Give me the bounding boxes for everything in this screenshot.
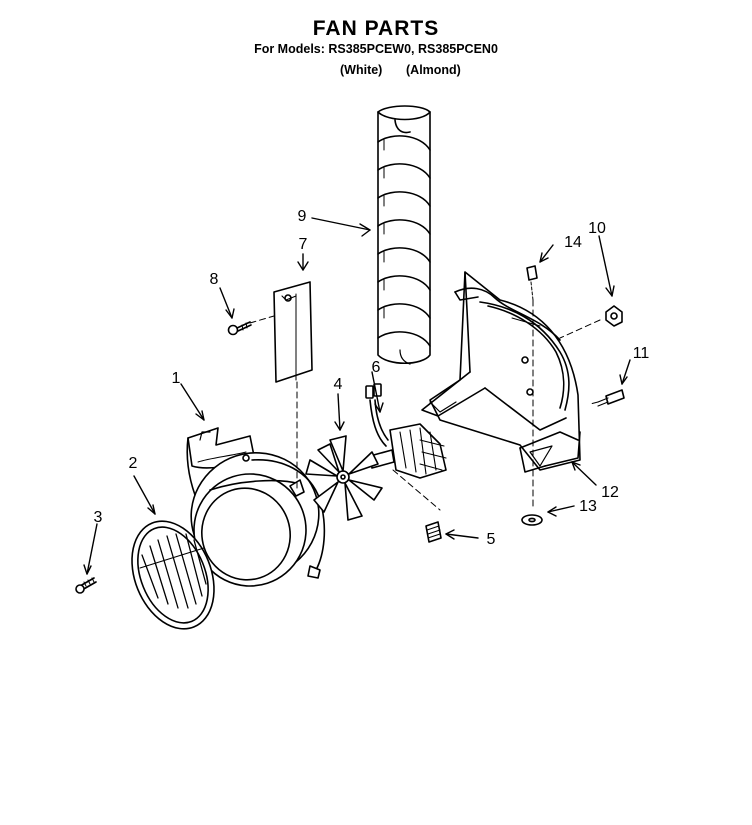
leader-lines <box>83 217 631 575</box>
plate-screw <box>227 321 252 336</box>
callout-2: 2 <box>129 455 138 472</box>
callout-9: 9 <box>298 208 307 225</box>
callout-3: 3 <box>94 509 103 526</box>
callout-7: 7 <box>299 236 308 253</box>
fan-housing <box>186 427 326 587</box>
callout-4: 4 <box>334 376 343 393</box>
bracket-bolt <box>597 389 625 407</box>
color-label-white: (White) <box>340 63 383 77</box>
callout-10: 10 <box>588 220 606 237</box>
color-label-almond: (Almond) <box>406 63 461 77</box>
assembly-axes <box>249 299 601 511</box>
fan-grille <box>131 520 215 630</box>
hex-nut <box>605 305 623 327</box>
callout-14: 14 <box>564 234 582 251</box>
fan-blade <box>305 435 383 521</box>
vent-duct <box>377 105 431 365</box>
washer <box>521 514 543 526</box>
callout-8: 8 <box>210 271 219 288</box>
callout-13: 13 <box>579 498 597 515</box>
callout-11: 11 <box>633 345 650 362</box>
spring-clip <box>425 521 442 543</box>
callout-6: 6 <box>372 359 381 376</box>
callout-labels: 1 2 3 4 5 6 7 8 9 10 11 12 13 14 <box>94 208 650 548</box>
diagram-header: FAN PARTS For Models: RS385PCEW0, RS385P… <box>0 18 752 57</box>
callout-1: 1 <box>172 370 181 387</box>
top-nut <box>526 265 538 301</box>
model-numbers: For Models: RS385PCEW0, RS385PCEN0 <box>254 42 498 56</box>
motor-bracket <box>421 271 581 473</box>
grille-screw <box>75 577 97 594</box>
page-title: FAN PARTS <box>312 17 440 40</box>
callout-5: 5 <box>487 531 496 548</box>
cover-plate <box>273 281 313 383</box>
callout-12: 12 <box>601 484 619 501</box>
